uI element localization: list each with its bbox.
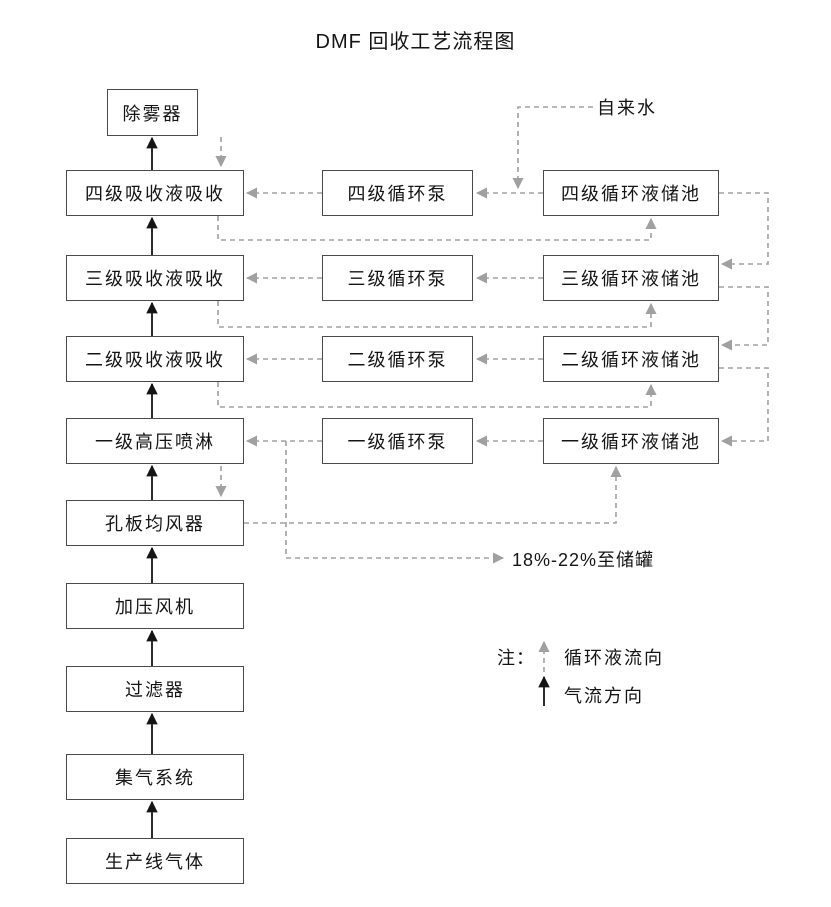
node-pump-l1: 一级循环泵 (322, 418, 473, 464)
tap-water-line (512, 106, 593, 190)
cascade-tank4-to-tank3 (719, 192, 769, 270)
to-storage-label: 18%-22%至储罐 (512, 550, 655, 570)
drain-absorber2-to-tank2 (217, 382, 657, 408)
drain-orifice-to-tank1 (244, 465, 622, 524)
node-tank-l4: 四级循环液储池 (543, 170, 719, 216)
node-tank-l1: 一级循环液储池 (543, 418, 719, 464)
branch-to-storage-tank (285, 441, 505, 564)
node-tank-l2: 二级循环液储池 (543, 336, 719, 382)
node-orifice-plate: 孔板均风器 (66, 500, 244, 546)
node-gas-collection: 集气系统 (66, 754, 244, 800)
node-spray-l1: 一级高压喷淋 (66, 418, 244, 464)
drain-absorber3-to-tank3 (217, 301, 657, 328)
node-pump-l4: 四级循环泵 (322, 170, 473, 216)
legend-note-label: 注： (497, 648, 535, 668)
cascade-tank3-to-tank2 (719, 286, 769, 351)
node-absorber-l4: 四级吸收液吸收 (66, 170, 244, 216)
node-tank-l3: 三级循环液储池 (543, 255, 719, 301)
node-pump-l2: 二级循环泵 (322, 336, 473, 382)
cascade-tank2-to-tank1 (719, 367, 769, 447)
node-pump-l3: 三级循环泵 (322, 255, 473, 301)
node-pressure-fan: 加压风机 (66, 583, 244, 629)
node-production-gas: 生产线气体 (66, 838, 244, 884)
legend-gas-flow-label: 气流方向 (564, 686, 644, 706)
node-absorber-l2: 二级吸收液吸收 (66, 336, 244, 382)
drain-absorber4-to-tank4 (217, 216, 657, 241)
tap-water-label: 自来水 (597, 98, 657, 118)
node-absorber-l3: 三级吸收液吸收 (66, 255, 244, 301)
node-filter: 过滤器 (66, 666, 244, 712)
legend-circulation-label: 循环液流向 (564, 648, 664, 668)
page-title: DMF 回收工艺流程图 (315, 31, 516, 53)
node-demister: 除雾器 (107, 89, 198, 136)
